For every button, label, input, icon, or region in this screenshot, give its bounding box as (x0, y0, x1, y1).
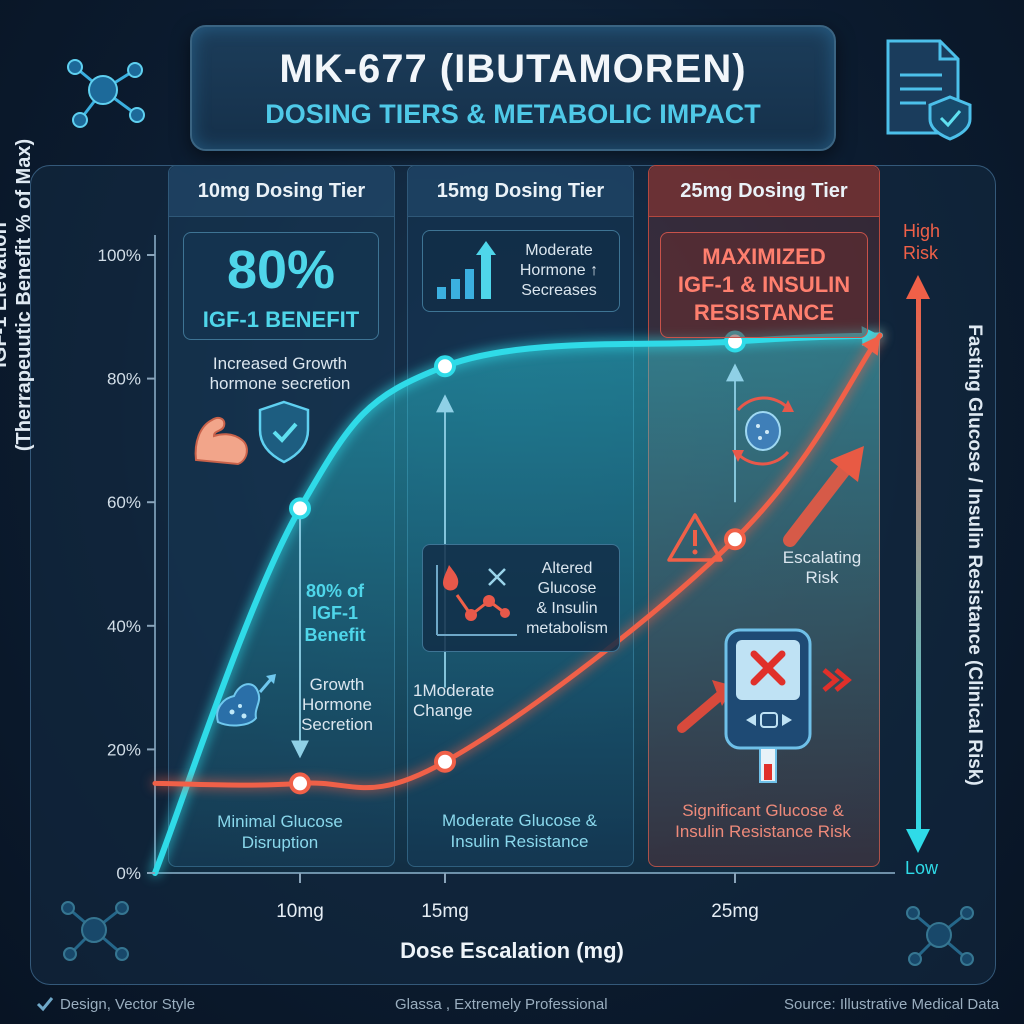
right-axis-label: Fasting Glucose / Insulin Resistance (Cl… (964, 324, 985, 786)
igf1-data-point (434, 355, 456, 378)
y-axis-label: IGF-1 Elevation (Therrapeuutic Benefit %… (0, 85, 36, 505)
title-banner: MK-677 (IBUTAMOREN) DOSING TIERS & METAB… (190, 25, 836, 151)
molecule-icon (67, 59, 145, 128)
tier10-bottom-line1: Minimal Glucose (217, 812, 343, 831)
risk-high-label: High Risk (903, 220, 940, 264)
esc-line1: Escalating (782, 548, 862, 567)
callout-line1: 80% of (305, 581, 365, 601)
y-tick-label: 40% (107, 617, 141, 636)
gh-line1: Growth (309, 675, 365, 694)
alt-line1: Altered (541, 560, 593, 577)
risk-high-line1: High (903, 221, 941, 241)
risk-high-line2: Risk (903, 243, 938, 263)
warning-icon (667, 513, 723, 562)
y-tick-label: 80% (107, 370, 141, 389)
glucose-arrowhead (861, 335, 880, 356)
escalating-risk-label: Escalating Risk (772, 548, 872, 588)
change-line1: 1Moderate (413, 681, 495, 700)
tier25-bottom-line2: Insulin Resistance Risk (675, 822, 851, 841)
max-line2: IGF-1 & INSULIN (677, 272, 851, 297)
cell-cycle-icon (732, 396, 794, 466)
maximized-resistance-text: MAXIMIZED IGF-1 & INSULIN RESISTANCE (661, 243, 867, 327)
glucose-data-point (724, 528, 746, 551)
y-tick-label: 100% (98, 246, 141, 265)
max-line3: RESISTANCE (693, 300, 835, 325)
page-subtitle: DOSING TIERS & METABOLIC IMPACT (265, 99, 761, 129)
gh-line3: Secretion (301, 715, 373, 734)
igf1-benefit-card: 80% IGF-1 BENEFIT (183, 232, 379, 340)
pituitary-gland-icon (216, 674, 276, 727)
esc-line2: Risk (805, 568, 839, 587)
escalation-arrow-icon (783, 446, 864, 547)
mod-line3: Secreases (521, 282, 597, 299)
shield-check-icon (258, 400, 310, 464)
risk-scale-arrow (906, 275, 930, 853)
molecular-graph-icon (436, 565, 517, 636)
document-shield-icon (886, 39, 972, 141)
mod-line1: Moderate (525, 242, 593, 259)
moderate-change-label: 1Moderate Change (413, 681, 513, 721)
footer-right: Source: Illustrative Medical Data (784, 996, 1000, 1013)
page-title: MK-677 (IBUTAMOREN) (279, 47, 747, 91)
tier15-glucose-note: Moderate Glucose & Insulin Resistance (412, 810, 627, 852)
muscle-icon (194, 417, 248, 466)
y-tick-label: 60% (107, 493, 141, 512)
altered-metabolism-text: Altered Glucose & Insulin metabolism (519, 559, 615, 639)
alt-line2: Glucose (537, 580, 597, 597)
callout-line2: IGF-1 (311, 603, 358, 623)
footer-left: Design, Vector Style (60, 996, 196, 1013)
change-line2: Change (413, 701, 473, 720)
tier-header-25mg: 25mg Dosing Tier (649, 166, 879, 217)
y-tick-label: 0% (116, 864, 141, 883)
tier10-glucose-note: Minimal Glucose Disruption (183, 811, 377, 853)
mod-line2: Hormone ↑ (519, 262, 599, 279)
maximized-resistance-card: MAXIMIZED IGF-1 & INSULIN RESISTANCE (660, 232, 868, 338)
igf1-series-line (152, 332, 883, 876)
max-line1: MAXIMIZED (702, 244, 826, 269)
glucose-meter-icon (677, 628, 852, 783)
gh-secretion-note: Increased Growth hormone secretion (183, 354, 377, 394)
x-tick-label: 10mg (276, 901, 324, 922)
alt-line4: metabolism (526, 620, 608, 637)
glucose-data-point (434, 750, 456, 773)
tier15-bottom-line2: Insulin Resistance (450, 832, 589, 851)
glucose-series-line (152, 332, 883, 791)
tier-header-15mg: 15mg Dosing Tier (408, 166, 633, 217)
tier-header-10mg: 10mg Dosing Tier (169, 166, 394, 217)
x-tick-label: 25mg (711, 901, 759, 922)
checkmark-icon (36, 997, 54, 1012)
y-axis-label-line1: IGF-1 Elevation (0, 222, 11, 368)
alt-line3: & Insulin (536, 600, 598, 617)
gh-secretion-label: Growth Hormone Secretion (292, 675, 382, 735)
footer-center: Glassa , Extremely Professional (395, 996, 608, 1013)
moderate-hormone-text: Moderate Hormone ↑ Secreases (509, 241, 609, 301)
callout-line3: Benefit (304, 625, 366, 645)
moderate-hormone-card: Moderate Hormone ↑ Secreases (422, 230, 620, 312)
gh-line2: Hormone (302, 695, 372, 714)
gh-note-line1: Increased Growth (212, 354, 348, 373)
igf1-benefit-value: 80% (226, 240, 336, 300)
tier25-bottom-line1: Significant Glucose & (682, 801, 844, 820)
igf1-benefit-callout: 80% of IGF-1 Benefit (290, 580, 380, 646)
tier15-bottom-line1: Moderate Glucose & (442, 811, 597, 830)
tier25-glucose-note: Significant Glucose & Insulin Resistance… (655, 800, 871, 842)
bar-growth-icon (437, 241, 496, 299)
altered-metabolism-card: Altered Glucose & Insulin metabolism (422, 544, 620, 652)
risk-low-label: Low (905, 858, 939, 878)
x-tick-label: 15mg (421, 901, 469, 922)
igf1-benefit-label: IGF-1 BENEFIT (202, 307, 360, 332)
y-tick-label: 20% (107, 740, 141, 759)
tier10-bottom-line2: Disruption (241, 833, 319, 852)
igf1-data-point (289, 497, 311, 520)
glucose-data-point (289, 772, 311, 795)
x-axis-label: Dose Escalation (mg) (400, 938, 624, 963)
gh-note-line2: hormone secretion (209, 374, 351, 393)
y-axis-label-line2: (Therrapeuutic Benefit % of Max) (13, 138, 35, 452)
